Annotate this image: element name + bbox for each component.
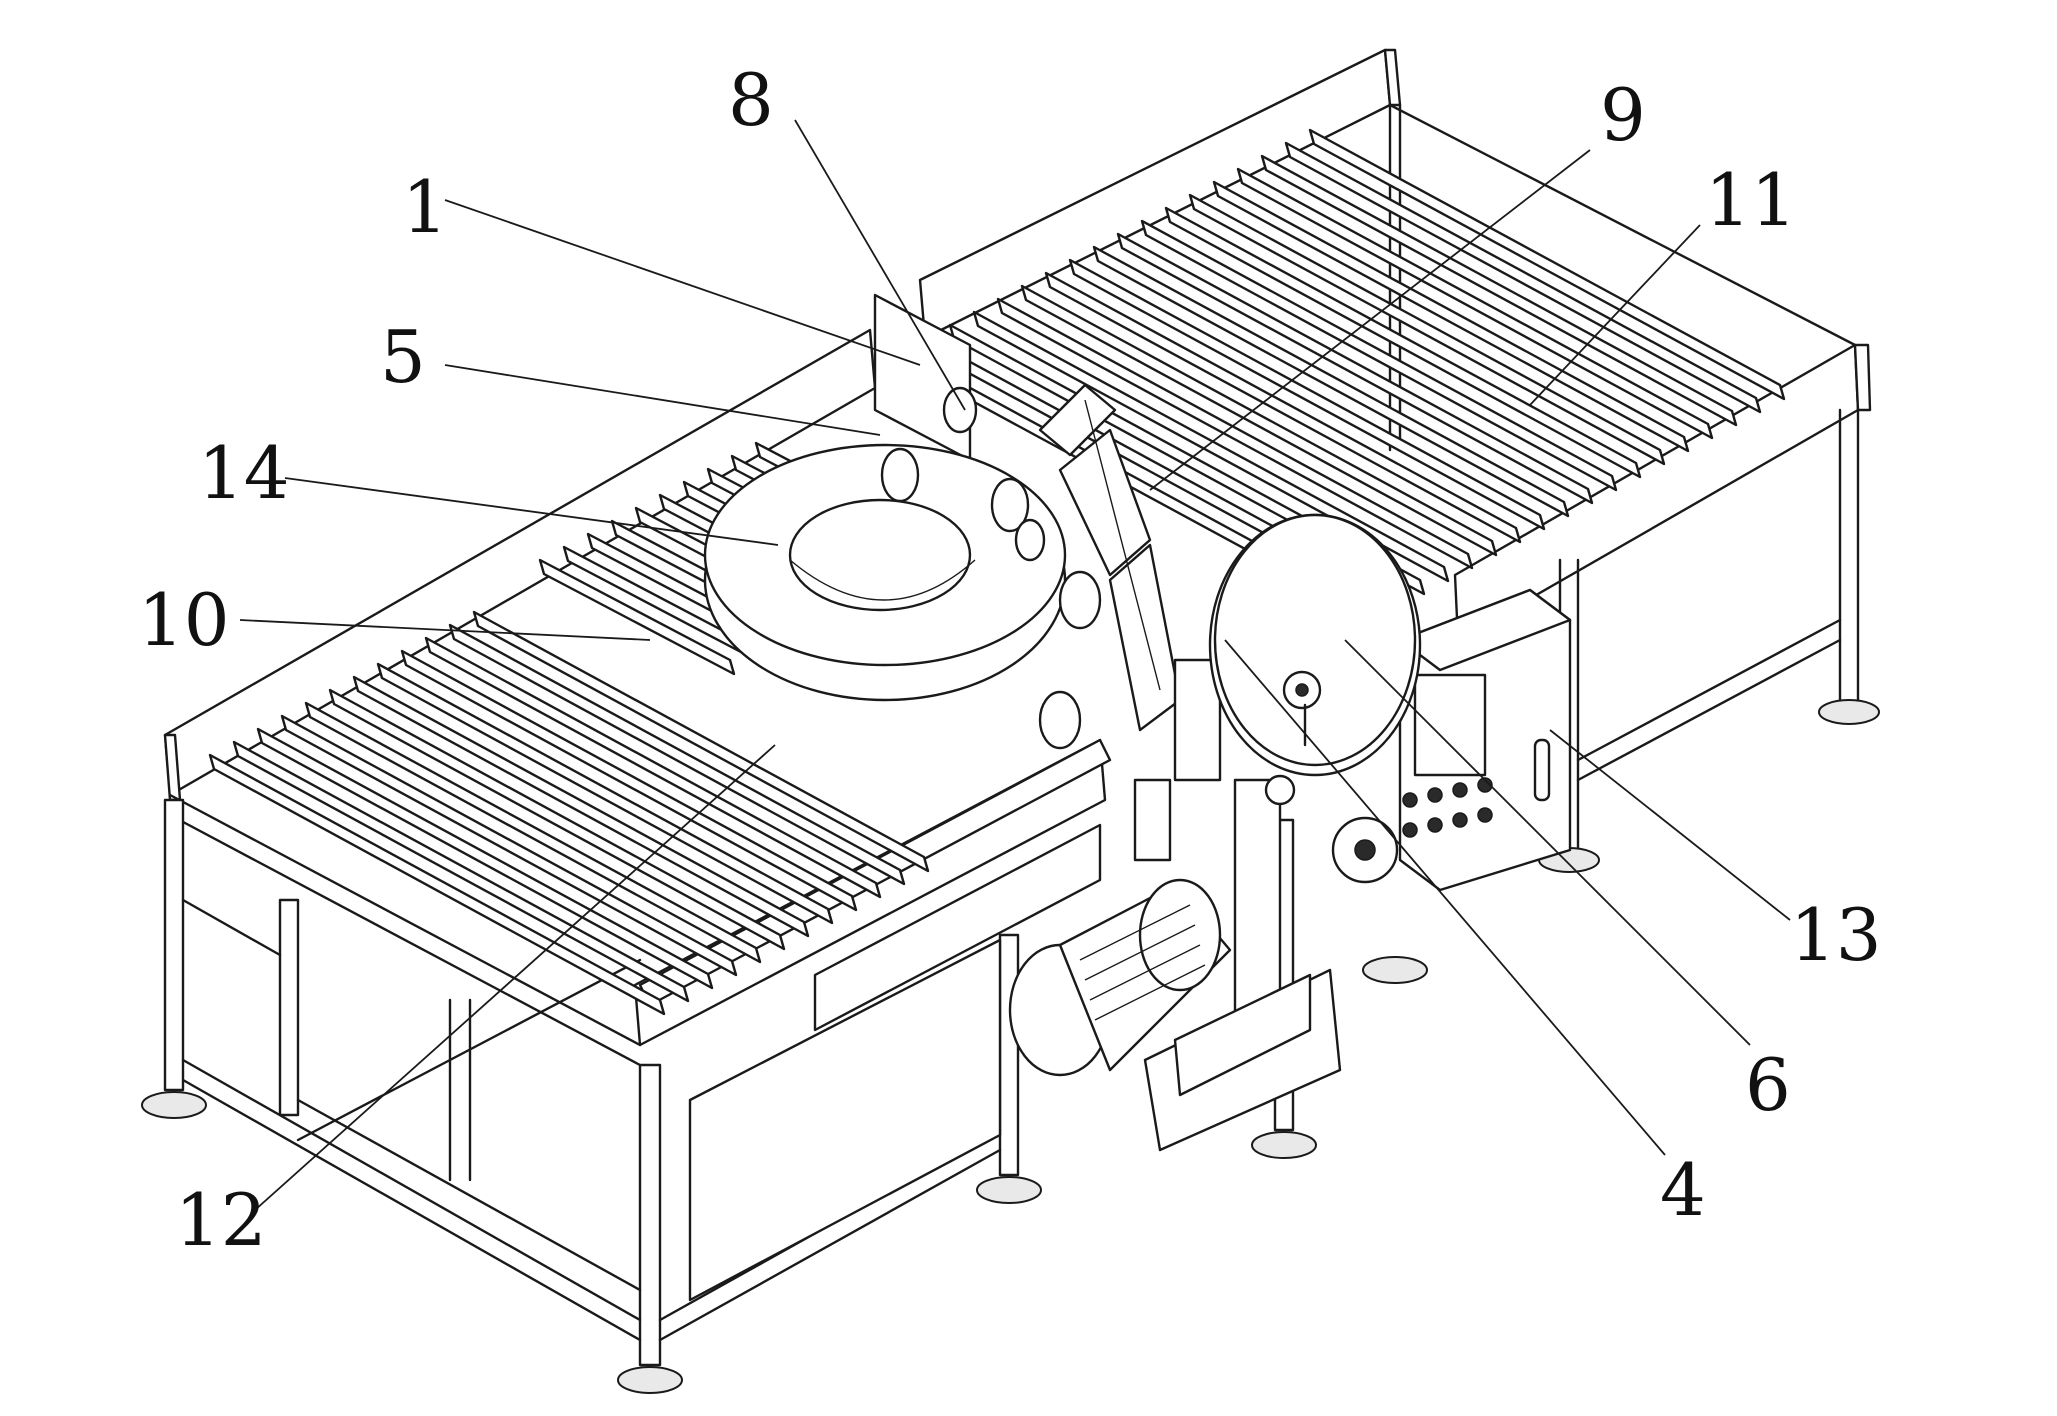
leader-lines bbox=[239, 119, 1791, 1211]
right-roller-set bbox=[900, 128, 1786, 622]
roller bbox=[328, 688, 786, 951]
callout-10: 10 bbox=[138, 578, 230, 662]
leader-10 bbox=[239, 619, 651, 641]
roller bbox=[1188, 193, 1666, 466]
callout-6: 6 bbox=[1745, 1043, 1791, 1127]
roller bbox=[972, 310, 1450, 583]
callout-11: 11 bbox=[1705, 158, 1797, 242]
roller bbox=[538, 558, 736, 676]
wrapping-unit bbox=[703, 293, 1422, 1152]
roller bbox=[304, 701, 762, 964]
leader-1 bbox=[444, 199, 921, 366]
roller bbox=[376, 662, 834, 925]
roller bbox=[232, 740, 690, 1003]
leader-9 bbox=[1149, 149, 1591, 491]
roller bbox=[1044, 271, 1522, 544]
roller bbox=[472, 610, 930, 873]
roller bbox=[1236, 167, 1714, 440]
leader-8 bbox=[794, 119, 966, 411]
leader-11 bbox=[1529, 224, 1701, 406]
roller bbox=[352, 675, 810, 938]
callout-8: 8 bbox=[728, 58, 774, 142]
leader-5 bbox=[444, 364, 881, 436]
callout-5: 5 bbox=[380, 315, 426, 399]
leader-14 bbox=[284, 477, 779, 546]
callout-1: 1 bbox=[402, 165, 448, 249]
roller bbox=[208, 753, 666, 1016]
roller bbox=[1092, 245, 1570, 518]
callout-14: 14 bbox=[198, 431, 290, 515]
roller bbox=[1284, 141, 1762, 414]
roller bbox=[1020, 284, 1498, 557]
callout-9: 9 bbox=[1600, 73, 1646, 157]
left-conveyor bbox=[141, 328, 1428, 1394]
roller bbox=[1164, 206, 1642, 479]
roller bbox=[996, 297, 1474, 570]
leader-6 bbox=[1344, 639, 1751, 1046]
roller bbox=[1260, 154, 1738, 427]
roller bbox=[256, 727, 714, 990]
callout-12: 12 bbox=[175, 1178, 267, 1262]
roller bbox=[448, 623, 906, 886]
right-conveyor bbox=[918, 48, 1880, 892]
roller bbox=[400, 649, 858, 912]
leader-13 bbox=[1549, 729, 1791, 921]
roller bbox=[1212, 180, 1690, 453]
leader-4 bbox=[1224, 639, 1666, 1156]
roller bbox=[1140, 219, 1618, 492]
roller bbox=[280, 714, 738, 977]
roller bbox=[1116, 232, 1594, 505]
roller bbox=[1068, 258, 1546, 531]
callout-13: 13 bbox=[1790, 893, 1882, 977]
callout-4: 4 bbox=[1660, 1148, 1706, 1232]
left-roller-set bbox=[208, 441, 952, 1016]
leader-12 bbox=[254, 744, 776, 1211]
roller bbox=[1308, 128, 1786, 401]
callout-labels: 8 9 1 11 5 14 10 13 6 4 12 bbox=[138, 58, 1882, 1262]
roller bbox=[424, 636, 882, 899]
